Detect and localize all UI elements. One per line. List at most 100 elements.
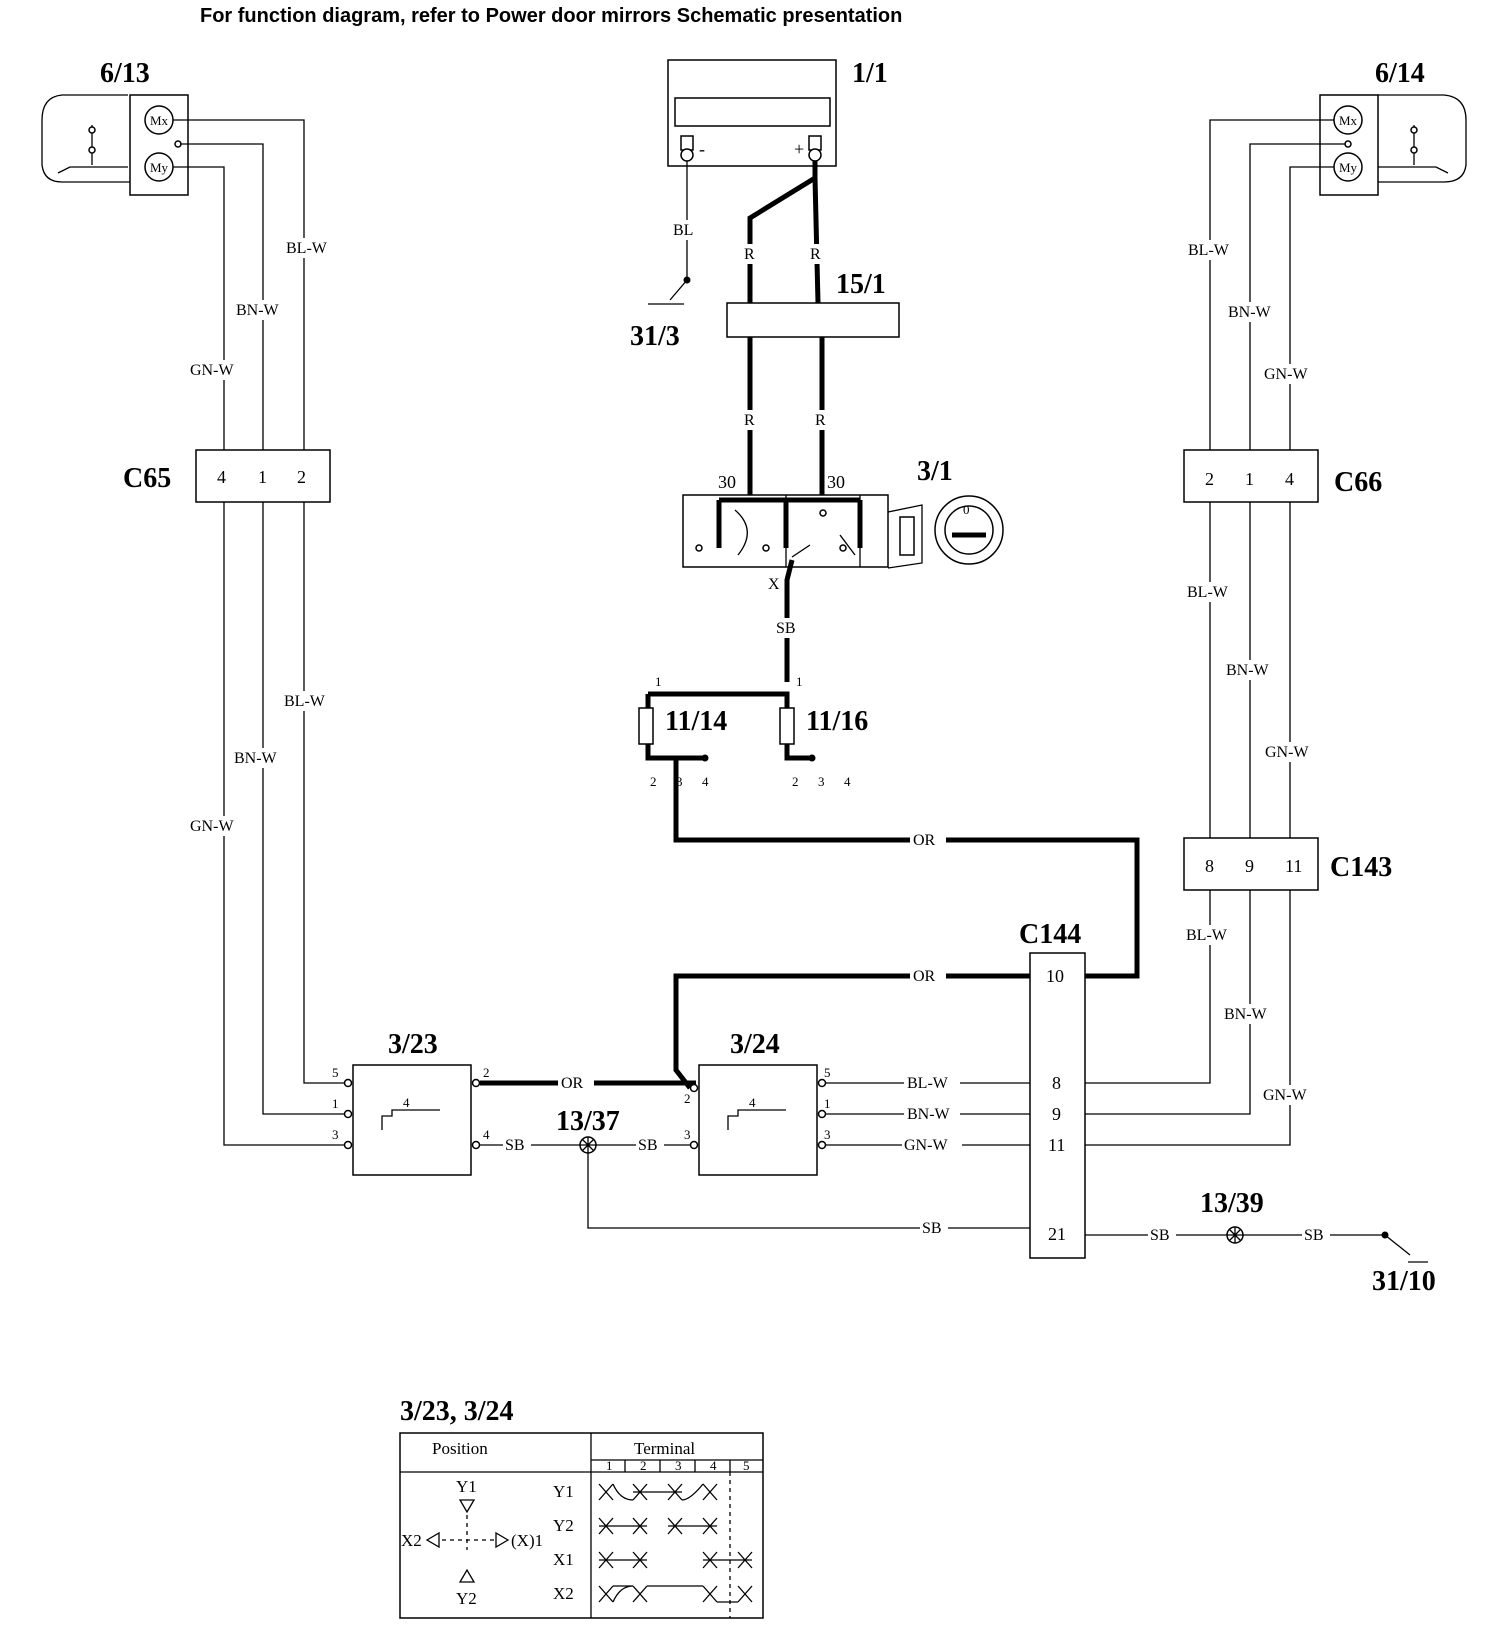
connector-c143 (1183, 837, 1319, 891)
wire-r-right-top (812, 177, 821, 304)
header-note: For function diagram, refer to Power doo… (200, 5, 902, 27)
fuse-terminal: 1 (655, 674, 662, 689)
connector-pin: 8 (1205, 856, 1214, 876)
pictogram-x1: (X)1 (511, 1531, 543, 1550)
table-terminal-number: 5 (743, 1458, 750, 1473)
switch-terminal: 5 (332, 1065, 339, 1080)
wire-label: BL (673, 222, 693, 239)
wire-label: SB (638, 1137, 658, 1154)
switch-terminal: 3 (332, 1127, 339, 1142)
wire-label: BL-W (286, 240, 328, 257)
wire-left-blw-bottom (303, 502, 345, 1084)
fusebox-15-1 (726, 302, 900, 338)
header-prefix: For function diagram, refer to (200, 5, 486, 27)
wire-left-gnw-top (173, 166, 225, 450)
fuse-terminal: 2 (792, 774, 799, 789)
pictogram-y2: Y2 (456, 1589, 477, 1608)
connector-pin: 10 (1046, 966, 1064, 986)
wire-or-c144-to-3-24 (673, 973, 1030, 1090)
battery-label: 1/1 (852, 58, 888, 89)
table-terminal-header: Terminal (634, 1439, 695, 1458)
wire-label: BL-W (1188, 242, 1230, 259)
connector-pin: 1 (258, 467, 267, 487)
table-terminal-number: 2 (640, 1458, 647, 1473)
table-row-label: X1 (553, 1550, 574, 1569)
svg-text:0: 0 (963, 502, 970, 517)
mirror-right-label: 6/14 (1375, 58, 1425, 89)
wire-label: SB (1150, 1227, 1170, 1244)
wire-label: SB (505, 1137, 525, 1154)
ignition-terminal-30: 30 (827, 472, 845, 492)
wire-label: BN-W (234, 750, 278, 767)
splice-13-37-label: 13/37 (556, 1106, 620, 1137)
ground-31-3-label: 31/3 (630, 321, 680, 352)
ground-31-10-label: 31/10 (1372, 1266, 1436, 1297)
wire-label: OR (913, 832, 936, 849)
connector-pin: 4 (217, 467, 226, 487)
mirror-left-label: 6/13 (100, 58, 150, 89)
wire-sb-13-37-to-c144 (587, 1153, 1030, 1229)
connector-pin: 21 (1048, 1224, 1066, 1244)
switch-terminal: 1 (824, 1096, 831, 1111)
wire-label: OR (913, 968, 936, 985)
wire-right-gnw-top (1289, 166, 1334, 450)
wire-left-bnw-bottom (262, 502, 345, 1115)
wire-label: SB (922, 1220, 942, 1237)
wire-label: BN-W (1224, 1006, 1268, 1023)
joystick-pictogram-icon: Y1 Y2 X2 (X)1 (401, 1477, 543, 1608)
wire-r-left-top (747, 161, 818, 303)
connector-pin: 4 (1285, 469, 1294, 489)
mirror-right: Mx My (1319, 94, 1467, 196)
fuse-11-14-label: 11/14 (665, 706, 727, 737)
wire-or-fuse-to-c144 (673, 758, 1140, 979)
connector-c66-label: C66 (1334, 467, 1382, 498)
wire-label: SB (1304, 1227, 1324, 1244)
wire-label: GN-W (904, 1137, 948, 1154)
switch-terminal: 2 (483, 1065, 490, 1080)
header-link[interactable]: Power door mirrors Schematic presentatio… (486, 5, 903, 27)
connector-pin: 2 (297, 467, 306, 487)
wire-right-bnw-top (1249, 143, 1345, 450)
switch-position-table (399, 1432, 764, 1619)
table-terminal-number: 1 (606, 1458, 613, 1473)
motor-y-label: My (1339, 160, 1358, 175)
wire-label: BN-W (1226, 662, 1270, 679)
connector-c144 (1029, 952, 1086, 1259)
wire-left-bnw-top (180, 143, 264, 450)
fusebox-label: 15/1 (836, 269, 886, 300)
connector-pin: 11 (1285, 856, 1302, 876)
motor-y-label: My (150, 160, 169, 175)
connector-c143-label: C143 (1330, 852, 1392, 883)
battery-pos-sign: + (794, 139, 804, 159)
wire-label: BL-W (1187, 584, 1229, 601)
fuse-terminal: 3 (818, 774, 825, 789)
ignition-switch: 0 (682, 494, 1004, 569)
switch-terminal: 4 (749, 1095, 756, 1110)
wire-left-blw-top (173, 119, 305, 450)
wire-label: GN-W (1263, 1087, 1307, 1104)
wire-sb-c144-to-ground (1085, 1234, 1411, 1256)
switch-terminal: 4 (403, 1095, 410, 1110)
table-row-label: Y2 (553, 1516, 574, 1535)
switch-terminal: 4 (483, 1127, 490, 1142)
ignition-label: 3/1 (917, 456, 953, 487)
wire-label: SB (776, 620, 796, 637)
pictogram-y1: Y1 (456, 1477, 477, 1496)
pictogram-x2: X2 (401, 1531, 422, 1550)
wire-sb-ignition (784, 559, 795, 682)
wire-label: R (815, 412, 826, 429)
battery-pos-terminal (808, 135, 822, 151)
switch-3-23-label: 3/23 (388, 1029, 438, 1060)
switch-3-24-label: 3/24 (730, 1029, 780, 1060)
motor-x-label: Mx (150, 113, 169, 128)
switch-terminal: 3 (684, 1127, 691, 1142)
connector-pin: 11 (1048, 1135, 1065, 1155)
splice-13-39-label: 13/39 (1200, 1188, 1264, 1219)
wire-label: GN-W (1265, 744, 1309, 761)
wire-right-blw-top (1209, 119, 1334, 450)
wire-right-bnw-bottom (1085, 890, 1251, 1115)
connector-pin: 8 (1052, 1073, 1061, 1093)
switch-3-23 (352, 1064, 472, 1176)
wire-right-gnw-bottom (1085, 890, 1291, 1146)
